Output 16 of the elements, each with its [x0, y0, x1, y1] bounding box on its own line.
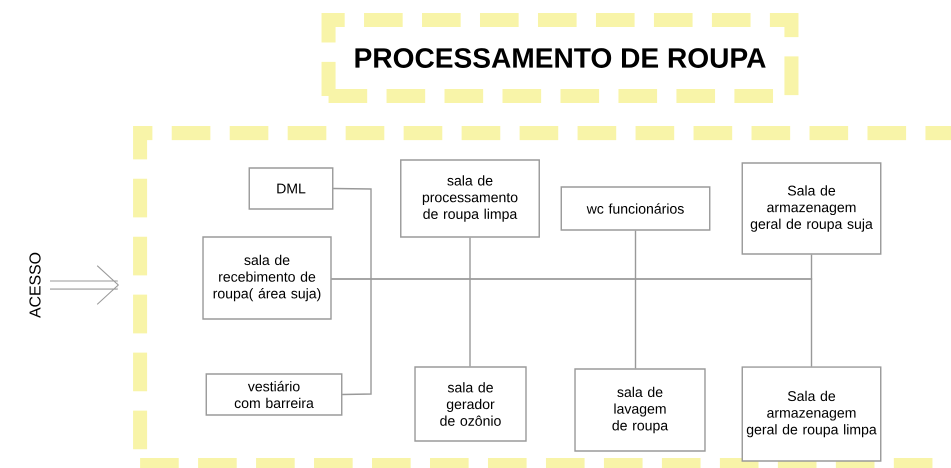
room-box: Sala de armazenagem geral de roupa suja	[742, 162, 882, 255]
connector-line	[332, 278, 812, 366]
title-box: PROCESSAMENTO DE ROUPA	[322, 12, 798, 104]
room-box: sala de lavagem de roupa	[574, 368, 706, 452]
room-box: sala de processamento de roupa limpa	[400, 159, 540, 238]
room-box: Sala de armazenagem geral de roupa limpa	[742, 366, 882, 462]
connector-line	[634, 230, 636, 368]
connector-line	[333, 188, 372, 396]
room-box: vestiário com barreira	[206, 373, 342, 416]
side-label: ACESSO	[29, 252, 41, 318]
area-boundary	[133, 126, 951, 468]
connector-line	[469, 238, 471, 366]
room-box: sala de gerador de ozônio	[414, 366, 527, 442]
room-box: DML	[248, 167, 334, 210]
room-box: wc funcionários	[560, 186, 710, 231]
room-box: sala de recebimento de roupa( área suja)	[202, 236, 332, 320]
